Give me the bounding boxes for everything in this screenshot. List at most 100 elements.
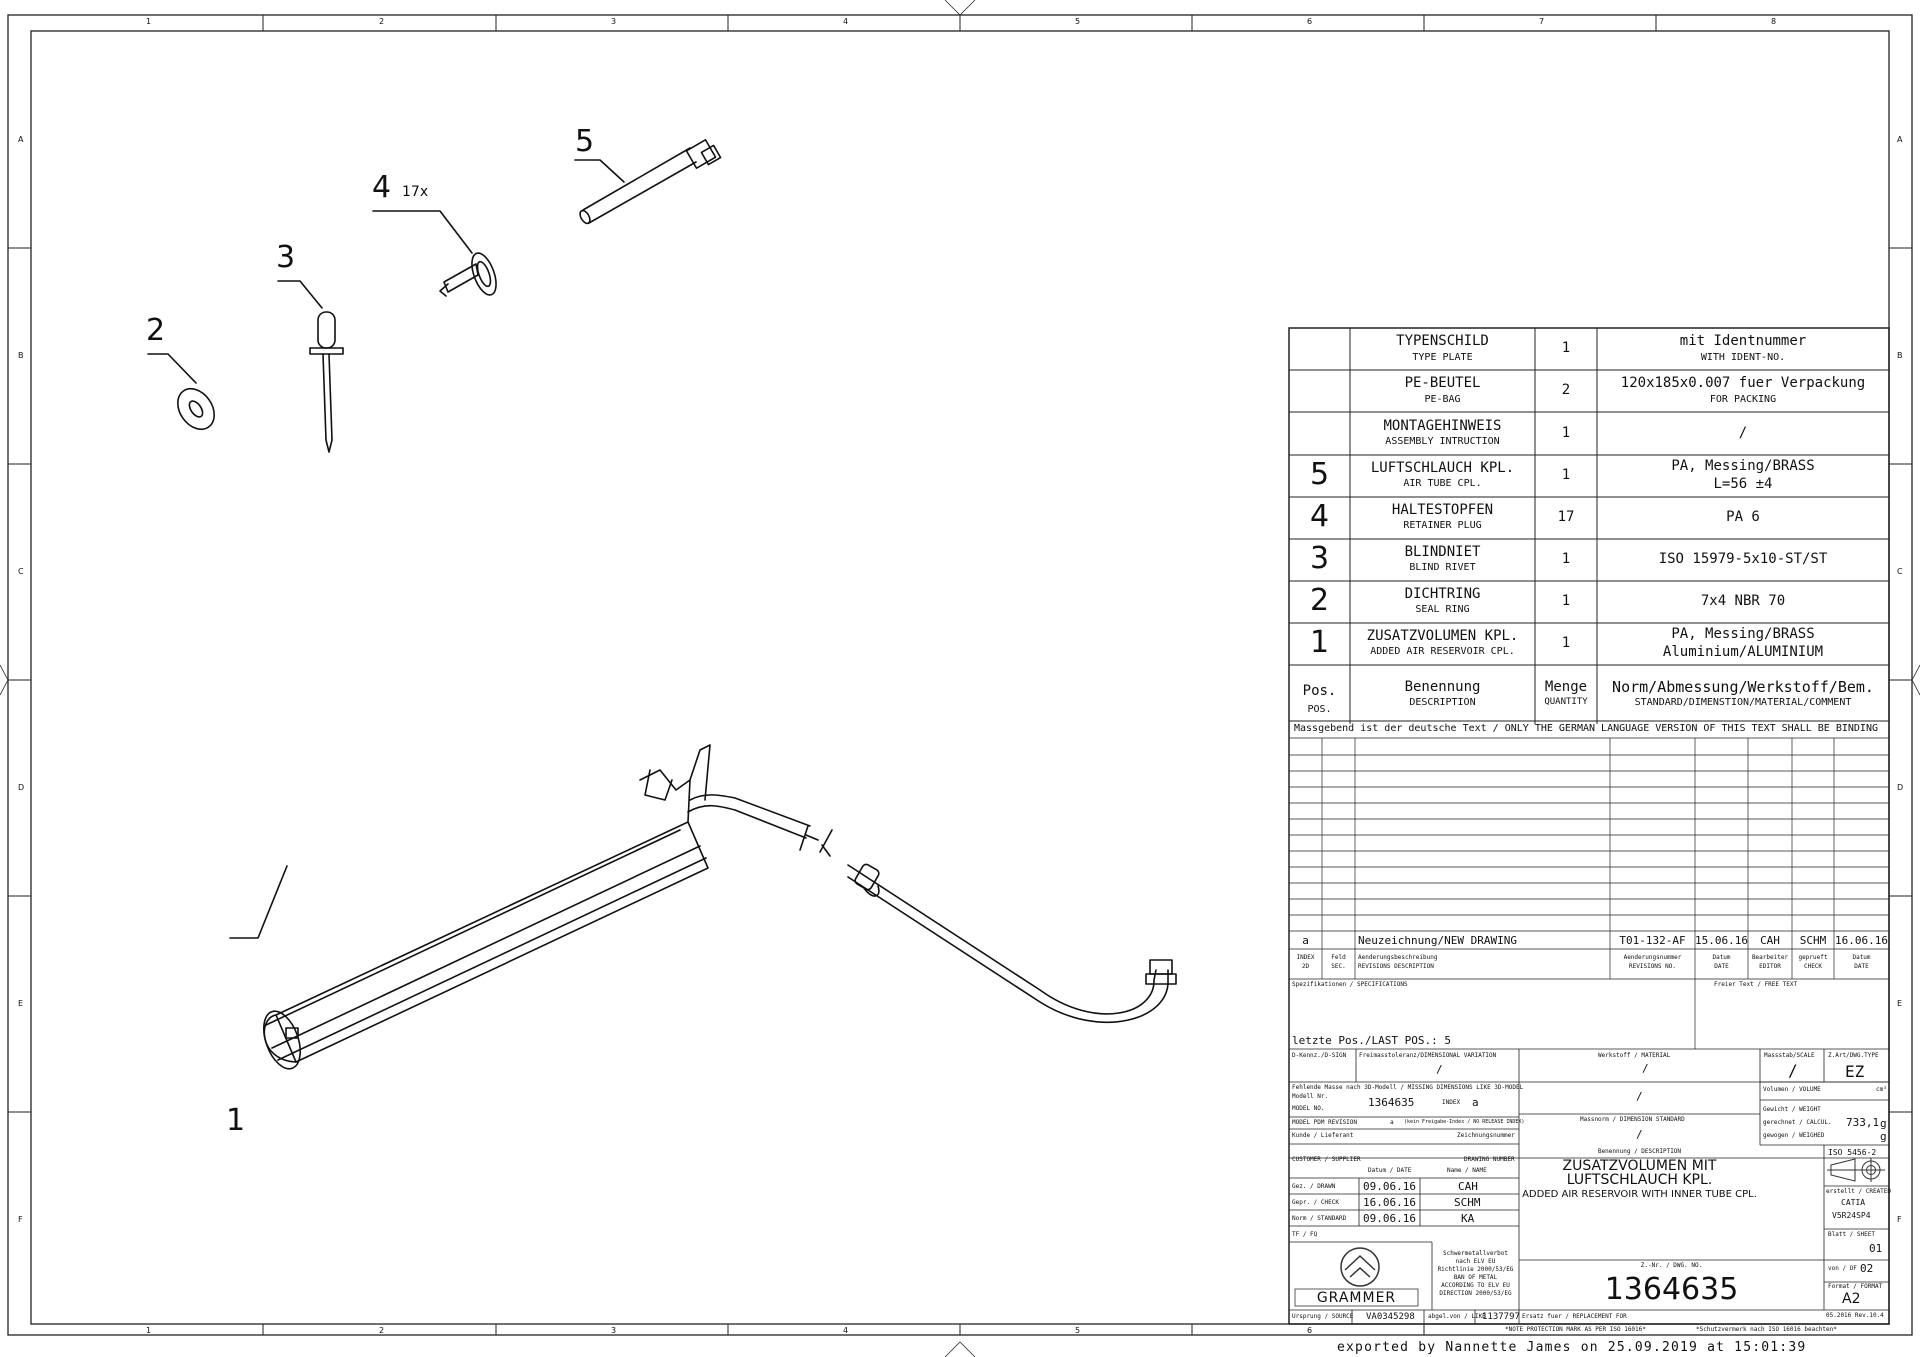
rev-header-index: INDEX — [1296, 954, 1315, 961]
rev-header-feld: Feld — [1331, 954, 1346, 961]
rev-header-check: geprueft — [1798, 954, 1828, 961]
customer-label: Kunde / Lieferant — [1292, 1132, 1354, 1139]
revision-date: 15.06.16 — [1695, 934, 1748, 947]
row-label: B — [1897, 351, 1903, 360]
source-value: VA0345298 — [1366, 1312, 1415, 1322]
protection-note: *NOTE PROTECTION MARK AS PER ISO 16016* — [1505, 1326, 1646, 1333]
bom-norm: ISO 15979-5x10-ST/ST — [1658, 551, 1828, 567]
row-label: F — [18, 1215, 23, 1224]
column-label: 5 — [1075, 17, 1081, 26]
row-label: D — [1897, 783, 1904, 792]
bom-norm: 7x4 NBR 70 — [1700, 593, 1786, 609]
bom-name-en: ASSEMBLY INTRUCTION — [1385, 436, 1500, 447]
sheet-number: 01 — [1869, 1242, 1883, 1255]
column-label: 3 — [611, 1326, 617, 1335]
calc-weight-unit: g — [1880, 1117, 1887, 1130]
bom-name-en: ADDED AIR RESERVOIR CPL. — [1370, 646, 1515, 657]
bom-name: MONTAGEHINWEIS — [1383, 418, 1502, 434]
bom-norm: mit Identnummer — [1679, 333, 1807, 349]
weighed-label: gewogen / WEIGHED — [1763, 1132, 1825, 1139]
drawn-label: Gez. / DRAWN — [1292, 1183, 1336, 1190]
rev-header-editor-en: EDITOR — [1759, 963, 1781, 970]
standard-label: Norm / STANDARD — [1292, 1215, 1347, 1222]
column-label: 6 — [1307, 1326, 1313, 1335]
bom-norm-en: FOR PACKING — [1709, 394, 1777, 405]
missing-dims-label: Fehlende Masse nach 3D-Modell / MISSING … — [1292, 1084, 1524, 1091]
seal-ring-part — [177, 387, 215, 431]
bom-qty: 1 — [1561, 551, 1571, 567]
created-label: erstellt / CREATED — [1826, 1188, 1892, 1195]
header-pos: Pos. — [1302, 683, 1337, 699]
callout-5: 5 — [575, 124, 595, 159]
header-norm: Norm/Abmessung/Werkstoff/Bem. — [1612, 678, 1874, 696]
bom-pos: 3 — [1309, 541, 1330, 576]
export-stamp: exported by Nannette James on 25.09.2019… — [1337, 1340, 1807, 1355]
bom-name: HALTESTOPFEN — [1391, 502, 1494, 518]
model-no-label: MODEL NO. — [1292, 1105, 1325, 1112]
row-label: A — [1897, 135, 1903, 144]
drawing-number-label: Zeichnungsnummer — [1457, 1132, 1515, 1139]
of-label: von / OF — [1828, 1265, 1857, 1272]
row-label: F — [1897, 1215, 1902, 1224]
model-index: a — [1472, 1096, 1479, 1109]
rev-header-editor: Bearbeiter — [1751, 954, 1789, 961]
calc-weight-label: gerechnet / CALCUL. — [1763, 1119, 1832, 1126]
projection-symbol-icon — [1827, 1158, 1885, 1182]
metal-ban-line: Richtlinie 2000/53/EG — [1437, 1266, 1514, 1273]
format-label: Format / FORMAT — [1828, 1283, 1883, 1290]
iso-standard: ISO 5456-2 — [1828, 1148, 1877, 1157]
tolerance-label: Freimasstoleranz/DIMENSIONAL VARIATION — [1359, 1052, 1497, 1059]
bom-pos: 5 — [1309, 457, 1330, 492]
column-label: 2 — [379, 17, 385, 26]
standard-date: 09.06.16 — [1363, 1212, 1416, 1225]
source-label: Ursprung / SOURCE — [1292, 1313, 1354, 1320]
column-label: 6 — [1307, 17, 1313, 26]
bom-name: TYPENSCHILD — [1396, 333, 1489, 349]
callout-4: 4 — [372, 170, 392, 205]
like-value: 1137797 — [1482, 1312, 1520, 1322]
callout-2: 2 — [146, 313, 166, 348]
rev-header-num-en: REVISIONS NO. — [1629, 963, 1676, 970]
bom-name: ZUSATZVOLUMEN KPL. — [1366, 628, 1519, 644]
volume-unit: cm³ — [1876, 1086, 1887, 1093]
bom-norm: 120x185x0.007 fuer Verpackung — [1620, 375, 1866, 391]
description-label: Benennung / DESCRIPTION — [1597, 1148, 1682, 1155]
row-label: C — [18, 567, 24, 576]
pdm-revision-value: a — [1390, 1119, 1394, 1126]
dwg-no-label: Z.-Nr. / DWG. NO. — [1640, 1262, 1703, 1269]
metal-ban-line: nach ELV EU — [1455, 1258, 1496, 1265]
row-label: E — [18, 999, 24, 1008]
date-header: Datum / DATE — [1368, 1167, 1412, 1174]
rev-header-check-en: CHECK — [1803, 963, 1823, 970]
dwg-type-value: EZ — [1845, 1062, 1865, 1081]
header-name-en: DESCRIPTION — [1409, 697, 1476, 708]
column-label: 3 — [611, 17, 617, 26]
bom-pos: 1 — [1309, 625, 1330, 660]
bom-name-en: BLIND RIVET — [1409, 562, 1476, 573]
created-software: CATIA — [1841, 1198, 1866, 1207]
metal-ban-line: DIRECTION 2000/53/EG — [1439, 1290, 1512, 1297]
material-label: Werkstoff / MATERIAL — [1598, 1052, 1671, 1059]
bom-norm-en: WITH IDENT-NO. — [1700, 352, 1786, 363]
row-label: C — [1897, 567, 1903, 576]
column-label: 2 — [379, 1326, 385, 1335]
row-label: E — [1897, 999, 1903, 1008]
bom-pos: 4 — [1309, 499, 1330, 534]
row-label: A — [18, 135, 24, 144]
column-label: 1 — [146, 17, 152, 26]
name-header: Name / NAME — [1447, 1167, 1487, 1174]
header-norm-en: STANDARD/DIMENSTION/MATERIAL/COMMENT — [1634, 697, 1852, 708]
drawn-name: CAH — [1458, 1180, 1478, 1193]
header-qty: Menge — [1544, 679, 1588, 695]
dim-standard-value: / — [1636, 1128, 1643, 1141]
volume-label: Volumen / VOLUME — [1763, 1086, 1821, 1093]
template-revision: 05.2016 Rev.10.4 — [1826, 1312, 1884, 1319]
model-index-label: INDEX — [1442, 1099, 1461, 1106]
calc-weight-value: 733,1 — [1846, 1116, 1880, 1129]
customer-label-en: CUSTOMER / SUPPLIER — [1292, 1156, 1361, 1163]
rev-header-desc: Aenderungsbeschreibung — [1358, 954, 1438, 961]
bom-qty: 2 — [1561, 382, 1571, 398]
rev-header-cdate-en: DATE — [1854, 963, 1869, 970]
bom-qty: 1 — [1561, 467, 1571, 483]
